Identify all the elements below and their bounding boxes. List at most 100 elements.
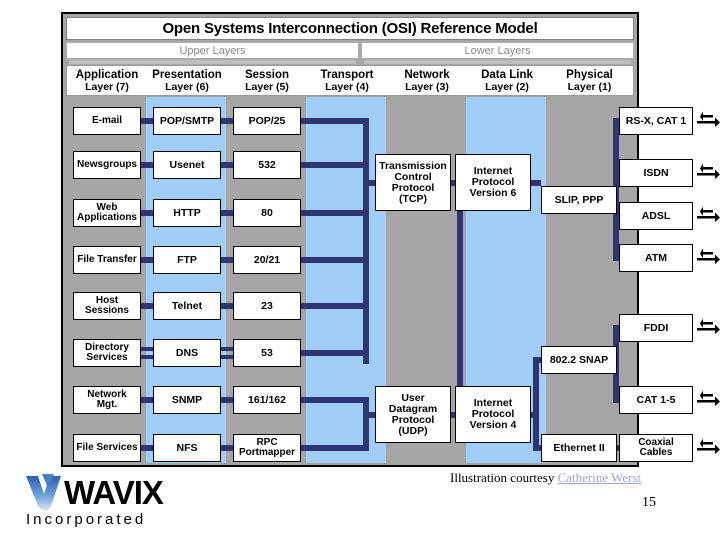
node-physical-5[interactable]: FDDI — [619, 314, 693, 342]
layer-header-line2: Layer (6) — [165, 80, 209, 93]
node-physical-6[interactable]: CAT 1-5 — [619, 386, 693, 414]
node-presentation-4[interactable]: FTP — [153, 246, 221, 274]
node-presentation-5[interactable]: Telnet — [153, 292, 221, 320]
connector-session-udp-trunk — [363, 397, 369, 451]
connector-transport-right-trunk — [457, 179, 463, 418]
connector-app-pres-4 — [141, 257, 153, 263]
connector-app-pres-8 — [141, 445, 153, 451]
node-transport-tcp[interactable]: Transmission Control Protocol (TCP) — [375, 154, 451, 211]
page-number: 15 — [642, 495, 656, 510]
connector-pres-sess-2 — [221, 162, 233, 168]
layer-header-line1: Physical — [566, 68, 613, 81]
connector-pres-sess-5 — [221, 303, 233, 309]
connector-app-pres-6a — [141, 347, 153, 351]
connector-app-pres-3 — [141, 210, 153, 216]
band-upper-layers: Upper Layers — [66, 42, 359, 59]
connector-ipv6-slip — [531, 179, 541, 186]
node-physical-4[interactable]: ATM — [619, 244, 693, 272]
node-session-3[interactable]: 80 — [233, 199, 301, 227]
band-lower-layers: Lower Layers — [361, 42, 634, 59]
connector-app-pres-2 — [141, 162, 153, 168]
connector-pres-sess-7 — [221, 397, 233, 403]
node-session-8[interactable]: RPC Portmapper — [233, 434, 301, 462]
node-physical-1[interactable]: RS-X, CAT 1 — [619, 107, 693, 135]
node-application-8[interactable]: File Services — [73, 434, 141, 462]
layer-header-line2: Layer (7) — [85, 80, 129, 93]
node-application-3[interactable]: Web Applications — [73, 199, 141, 227]
connector-physical-stub-1 — [613, 118, 619, 124]
layer-header-line2: Layer (2) — [485, 80, 529, 93]
node-network-ipv6[interactable]: Internet Protocol Version 6 — [455, 154, 531, 211]
node-application-5[interactable]: Host Sessions — [73, 292, 141, 320]
node-datalink-2[interactable]: 802.2 SNAP — [541, 346, 617, 374]
layer-header-line2: Layer (5) — [245, 80, 289, 93]
node-session-5[interactable]: 23 — [233, 292, 301, 320]
node-datalink-3[interactable]: Ethernet II — [541, 434, 617, 462]
connector-ethernet-coax — [617, 445, 619, 451]
node-application-6[interactable]: Directory Services — [73, 339, 141, 367]
diagram-title: Open Systems Interconnection (OSI) Refer… — [66, 17, 634, 40]
connector-physical-stub-3 — [613, 213, 619, 219]
connector-app-pres-1 — [141, 118, 153, 124]
column-background-4 — [306, 97, 386, 463]
node-physical-7[interactable]: Coaxial Cables — [619, 434, 693, 462]
connector-physical-stub-2 — [613, 170, 619, 176]
node-physical-2[interactable]: ISDN — [619, 159, 693, 187]
node-session-4[interactable]: 20/21 — [233, 246, 301, 274]
node-datalink-1[interactable]: SLIP, PPP — [541, 186, 617, 214]
connector-pres-sess-6a — [221, 347, 233, 351]
layer-header-line1: Data Link — [481, 68, 533, 81]
layer-header-line1: Transport — [320, 68, 374, 81]
connector-pres-sess-8 — [221, 445, 233, 451]
node-presentation-2[interactable]: Usenet — [153, 151, 221, 179]
connector-app-pres-7 — [141, 397, 153, 403]
layer-header-line1: Network — [404, 68, 450, 81]
wavix-logo-graphic: WAVIX Incorporated — [26, 474, 165, 528]
layer-header-line2: Layer (1) — [567, 80, 612, 93]
connector-tcp-in — [369, 179, 375, 186]
node-session-2[interactable]: 532 — [233, 151, 301, 179]
connector-app-pres-6b — [141, 355, 153, 359]
node-presentation-7[interactable]: SNMP — [153, 386, 221, 414]
node-session-1[interactable]: POP/25 — [233, 107, 301, 135]
bidirectional-arrow-icon-3 — [695, 204, 720, 228]
connector-session-tcp-trunk — [363, 118, 369, 364]
node-physical-3[interactable]: ADSL — [619, 202, 693, 230]
connector-physical-stub-6 — [613, 397, 619, 403]
node-network-ipv4[interactable]: Internet Protocol Version 4 — [455, 386, 531, 443]
node-transport-udp[interactable]: User Datagram Protocol (UDP) — [375, 386, 451, 443]
node-presentation-3[interactable]: HTTP — [153, 199, 221, 227]
band-lower-rule — [364, 60, 631, 64]
connector-session-trunk-4 — [301, 257, 363, 263]
connector-udp-ipv4 — [451, 411, 455, 418]
credit-prefix: Illustration courtesy — [450, 470, 558, 485]
connector-session-trunk-8 — [301, 445, 363, 451]
connector-pres-sess-1 — [221, 118, 233, 124]
node-application-2[interactable]: Newsgroups — [73, 151, 141, 179]
node-application-7[interactable]: Network Mgt. — [73, 386, 141, 414]
bidirectional-arrow-icon-4 — [695, 246, 720, 270]
credit-link[interactable]: Catherine Werst — [557, 470, 642, 485]
svg-text:WAVIX: WAVIX — [64, 474, 164, 511]
node-presentation-1[interactable]: POP/SMTP — [153, 107, 221, 135]
connector-physical-stub-5 — [613, 325, 619, 331]
node-session-7[interactable]: 161/162 — [233, 386, 301, 414]
node-presentation-8[interactable]: NFS — [153, 434, 221, 462]
connector-app-pres-5 — [141, 303, 153, 309]
connector-session-trunk-1 — [301, 118, 363, 124]
node-application-4[interactable]: File Transfer — [73, 246, 141, 274]
connector-session-trunk-6 — [301, 350, 363, 356]
node-session-6[interactable]: 53 — [233, 339, 301, 367]
connector-session-trunk-2 — [301, 162, 363, 168]
layer-header-line1: Session — [244, 68, 290, 81]
connector-pres-sess-6b — [221, 355, 233, 359]
node-application-1[interactable]: E-mail — [73, 107, 141, 135]
node-presentation-6[interactable]: DNS — [153, 339, 221, 367]
illustration-credit: Illustration courtesy Catherine Werst — [450, 470, 641, 486]
layer-header-line1: Application — [75, 68, 139, 81]
